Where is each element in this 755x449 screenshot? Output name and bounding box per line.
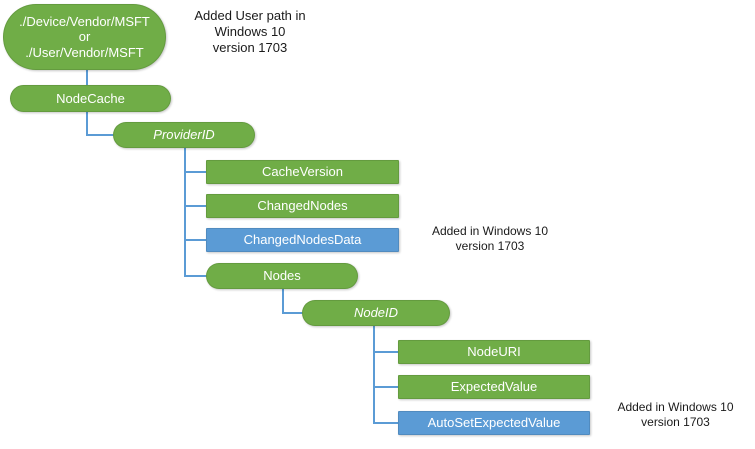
node-expectedvalue[interactable]: ExpectedValue [398, 375, 590, 399]
node-nodeid[interactable]: NodeID [302, 300, 450, 326]
node-nodes[interactable]: Nodes [206, 263, 358, 289]
node-providerid[interactable]: ProviderID [113, 122, 255, 148]
node-cacheversion[interactable]: CacheVersion [206, 160, 399, 184]
connector-nodes-to-nodeid [282, 288, 303, 314]
node-nodeuri[interactable]: NodeURI [398, 340, 590, 364]
note-changednodesdata: Added in Windows 10 version 1703 [431, 224, 549, 253]
note-user-path: Added User path in Windows 10 version 17… [194, 8, 306, 55]
note-autoset: Added in Windows 10 version 1703 [617, 400, 734, 429]
node-changednodes[interactable]: ChangedNodes [206, 194, 399, 218]
node-root[interactable]: ./Device/Vendor/MSFT or ./User/Vendor/MS… [3, 4, 166, 70]
node-autosetexpectedvalue[interactable]: AutoSetExpectedValue [398, 411, 590, 435]
node-nodecache[interactable]: NodeCache [10, 85, 171, 112]
connector-nodecache-to-providerid [86, 111, 114, 136]
node-changednodesdata[interactable]: ChangedNodesData [206, 228, 399, 252]
